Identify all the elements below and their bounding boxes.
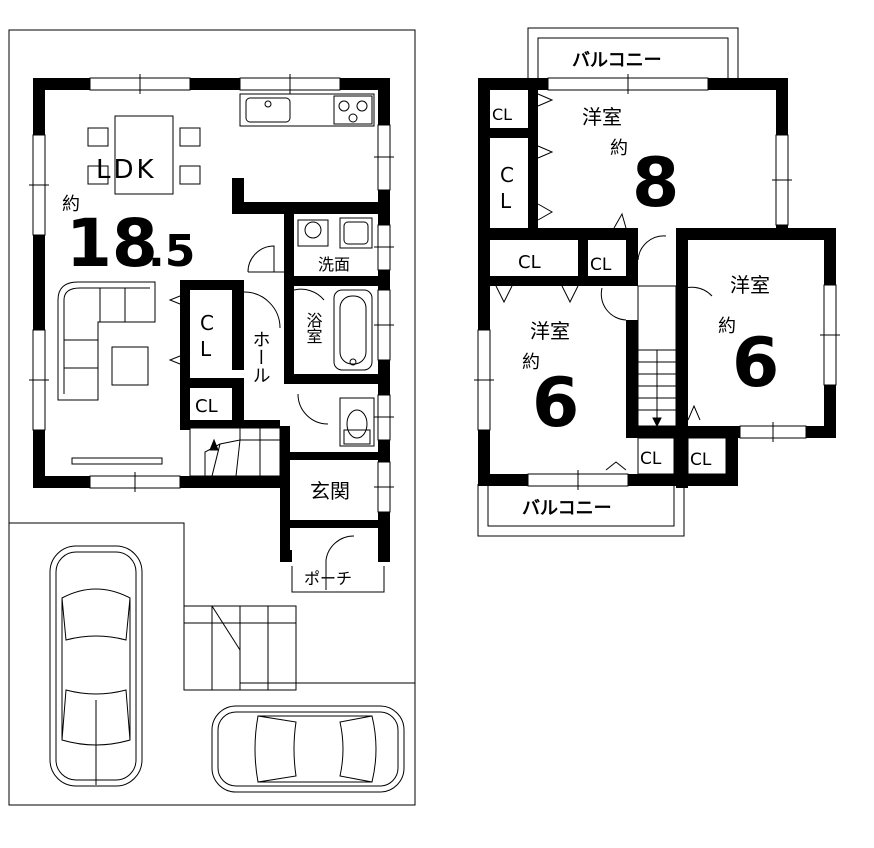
closet-bottom-left-label: CL [640, 449, 662, 469]
room-c-prefix: 約 [718, 316, 736, 337]
ldk-label: LDK [96, 155, 157, 185]
porch-label: ポーチ [304, 569, 352, 588]
room-a-size: 8 [632, 144, 679, 223]
floor1-doors [243, 245, 385, 593]
ldk-area-dec: .5 [148, 226, 195, 277]
room-c-name: 洋室 [730, 273, 770, 297]
closet-top-left-label: CL [492, 105, 512, 124]
room-c-size: 6 [732, 324, 779, 403]
room-b-name: 洋室 [530, 319, 570, 343]
balcony-top [527, 27, 739, 84]
closet-side-l-label: L [500, 189, 512, 213]
site-outline [8, 29, 416, 806]
balcony-bottom [477, 484, 685, 537]
floor2-closet-box [637, 437, 727, 475]
room-b-prefix: 約 [522, 352, 540, 373]
closet-side-c-label: C [500, 163, 514, 187]
room-a-prefix: 約 [610, 138, 628, 159]
closet-mid-left-label: CL [518, 252, 541, 273]
sofa-icon [57, 281, 163, 465]
room-a-name: 洋室 [582, 105, 622, 129]
bath-label: 浴室 [304, 312, 323, 344]
car-horizontal-icon [211, 705, 405, 793]
floor1-fixtures [297, 217, 375, 447]
balcony-bottom-label: バルコニー [522, 498, 612, 519]
ldk-prefix-label: 約 [62, 194, 80, 215]
kitchen-counter-icon [239, 93, 375, 127]
room-b-size: 6 [532, 364, 579, 443]
closet-label-l: L [200, 337, 212, 361]
floor2-walls [478, 78, 836, 488]
ldk-area-int: 18 [66, 205, 158, 282]
entrance-label: 玄関 [310, 479, 350, 503]
floor1-window-ticks [29, 74, 394, 492]
car-vertical-icon [49, 545, 143, 787]
floor2-stairs [637, 285, 677, 428]
washroom-label: 洗面 [318, 255, 350, 274]
floor2-doors [495, 93, 713, 471]
dining-table-icon [87, 115, 201, 195]
floor1-stairs [189, 427, 281, 477]
closet-mid-right-label: CL [590, 255, 612, 275]
floor2-window-ticks [474, 74, 840, 490]
hall-label: ホール [250, 330, 271, 384]
floor1-closet-doors [168, 291, 191, 369]
closet-label-cl: CL [195, 396, 218, 417]
balcony-top-label: バルコニー [572, 50, 662, 71]
closet-label-c: C [200, 311, 214, 335]
closet-bottom-right-label: CL [690, 450, 712, 470]
